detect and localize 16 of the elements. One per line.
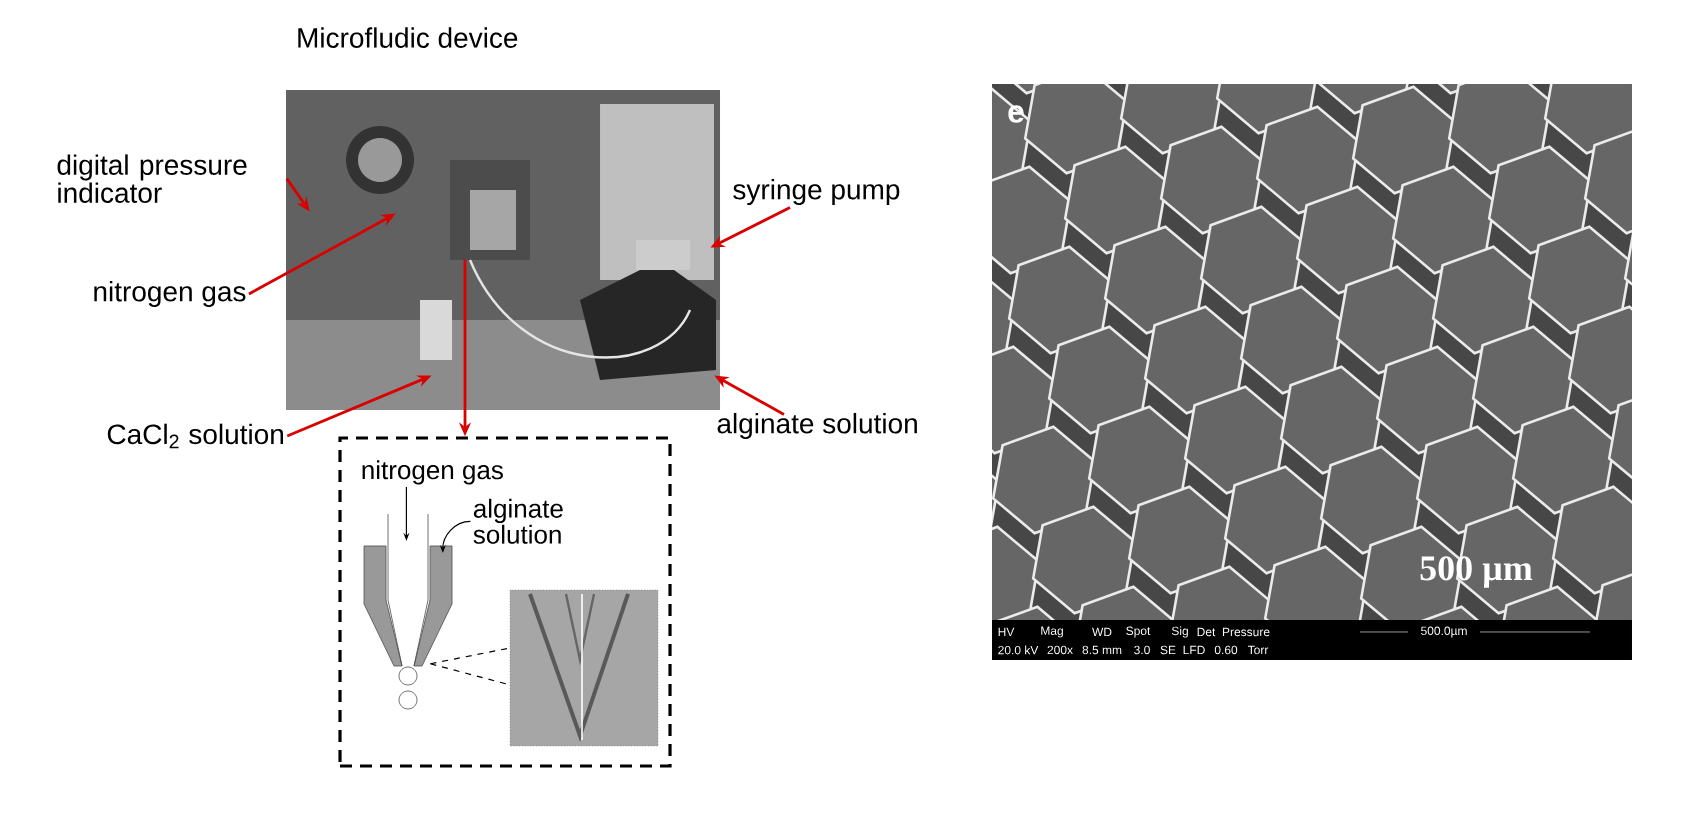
zoom-line xyxy=(429,647,509,665)
inset-micrograph xyxy=(509,589,659,747)
label-text: CaCl$_{2}$ solution xyxy=(107,423,283,449)
label-text: alginate solution xyxy=(717,412,917,440)
label-text: nitrogen gas xyxy=(94,280,246,308)
micrograph xyxy=(992,84,1632,620)
label-text: digital pressure indicator xyxy=(57,154,247,203)
heading: Microfludic device xyxy=(298,27,518,48)
label-text: nitrogen gas xyxy=(362,460,503,485)
nozzle xyxy=(363,513,453,710)
panel-letter: e xyxy=(1008,105,1024,123)
label-text: alginate solution xyxy=(473,498,563,544)
label-text: syringe pump xyxy=(733,178,900,206)
inset-box xyxy=(338,436,672,768)
zoom-line xyxy=(429,663,509,685)
photo xyxy=(286,90,720,410)
